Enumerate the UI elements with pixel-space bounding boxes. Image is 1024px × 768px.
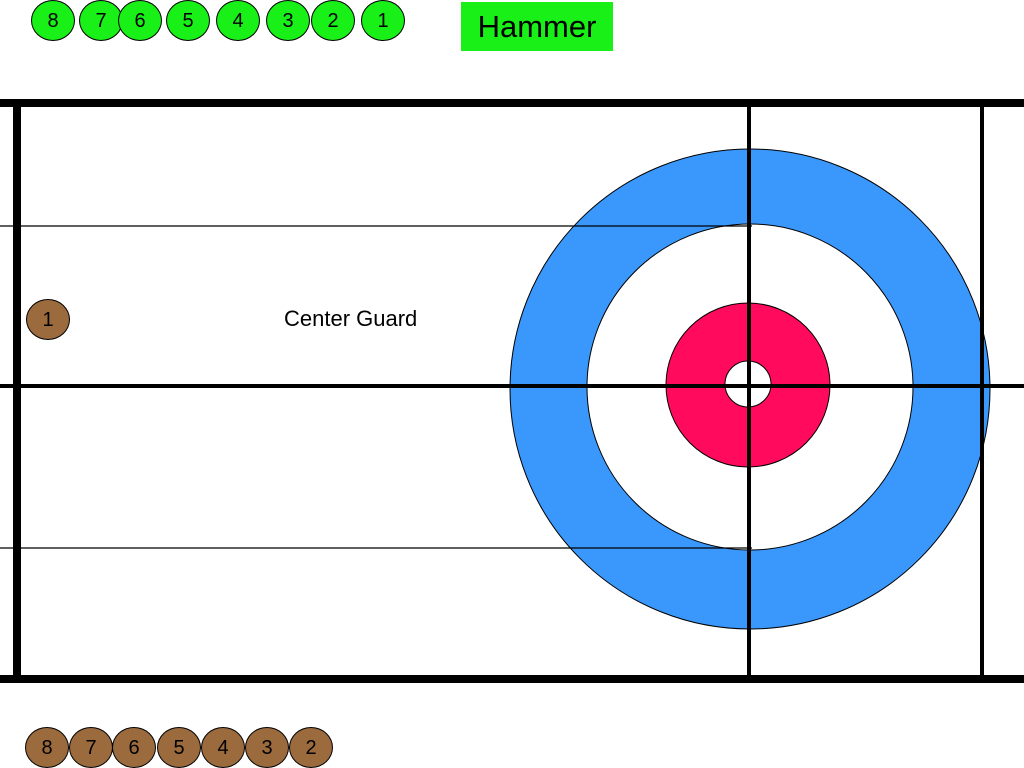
green-stone-6[interactable]: 6 — [118, 0, 162, 41]
green-stone-8[interactable]: 8 — [31, 0, 75, 41]
brown-stone-5[interactable]: 5 — [157, 727, 201, 768]
brown-stone-7[interactable]: 7 — [69, 727, 113, 768]
green-stone-4[interactable]: 4 — [216, 0, 260, 41]
brown-stone-6[interactable]: 6 — [112, 727, 156, 768]
hammer-badge: Hammer — [461, 2, 613, 51]
green-stone-5[interactable]: 5 — [166, 0, 210, 41]
brown-stone-2[interactable]: 2 — [289, 727, 333, 768]
brown-stone-3[interactable]: 3 — [245, 727, 289, 768]
brown-stone-8[interactable]: 8 — [25, 727, 69, 768]
green-stone-7[interactable]: 7 — [79, 0, 123, 41]
green-stone-2[interactable]: 2 — [311, 0, 355, 41]
green-stone-3[interactable]: 3 — [266, 0, 310, 41]
green-stone-1[interactable]: 1 — [361, 0, 405, 41]
played-brown-stone-1[interactable]: 1 — [26, 299, 70, 340]
brown-stone-4[interactable]: 4 — [201, 727, 245, 768]
center-guard-label: Center Guard — [284, 306, 418, 331]
